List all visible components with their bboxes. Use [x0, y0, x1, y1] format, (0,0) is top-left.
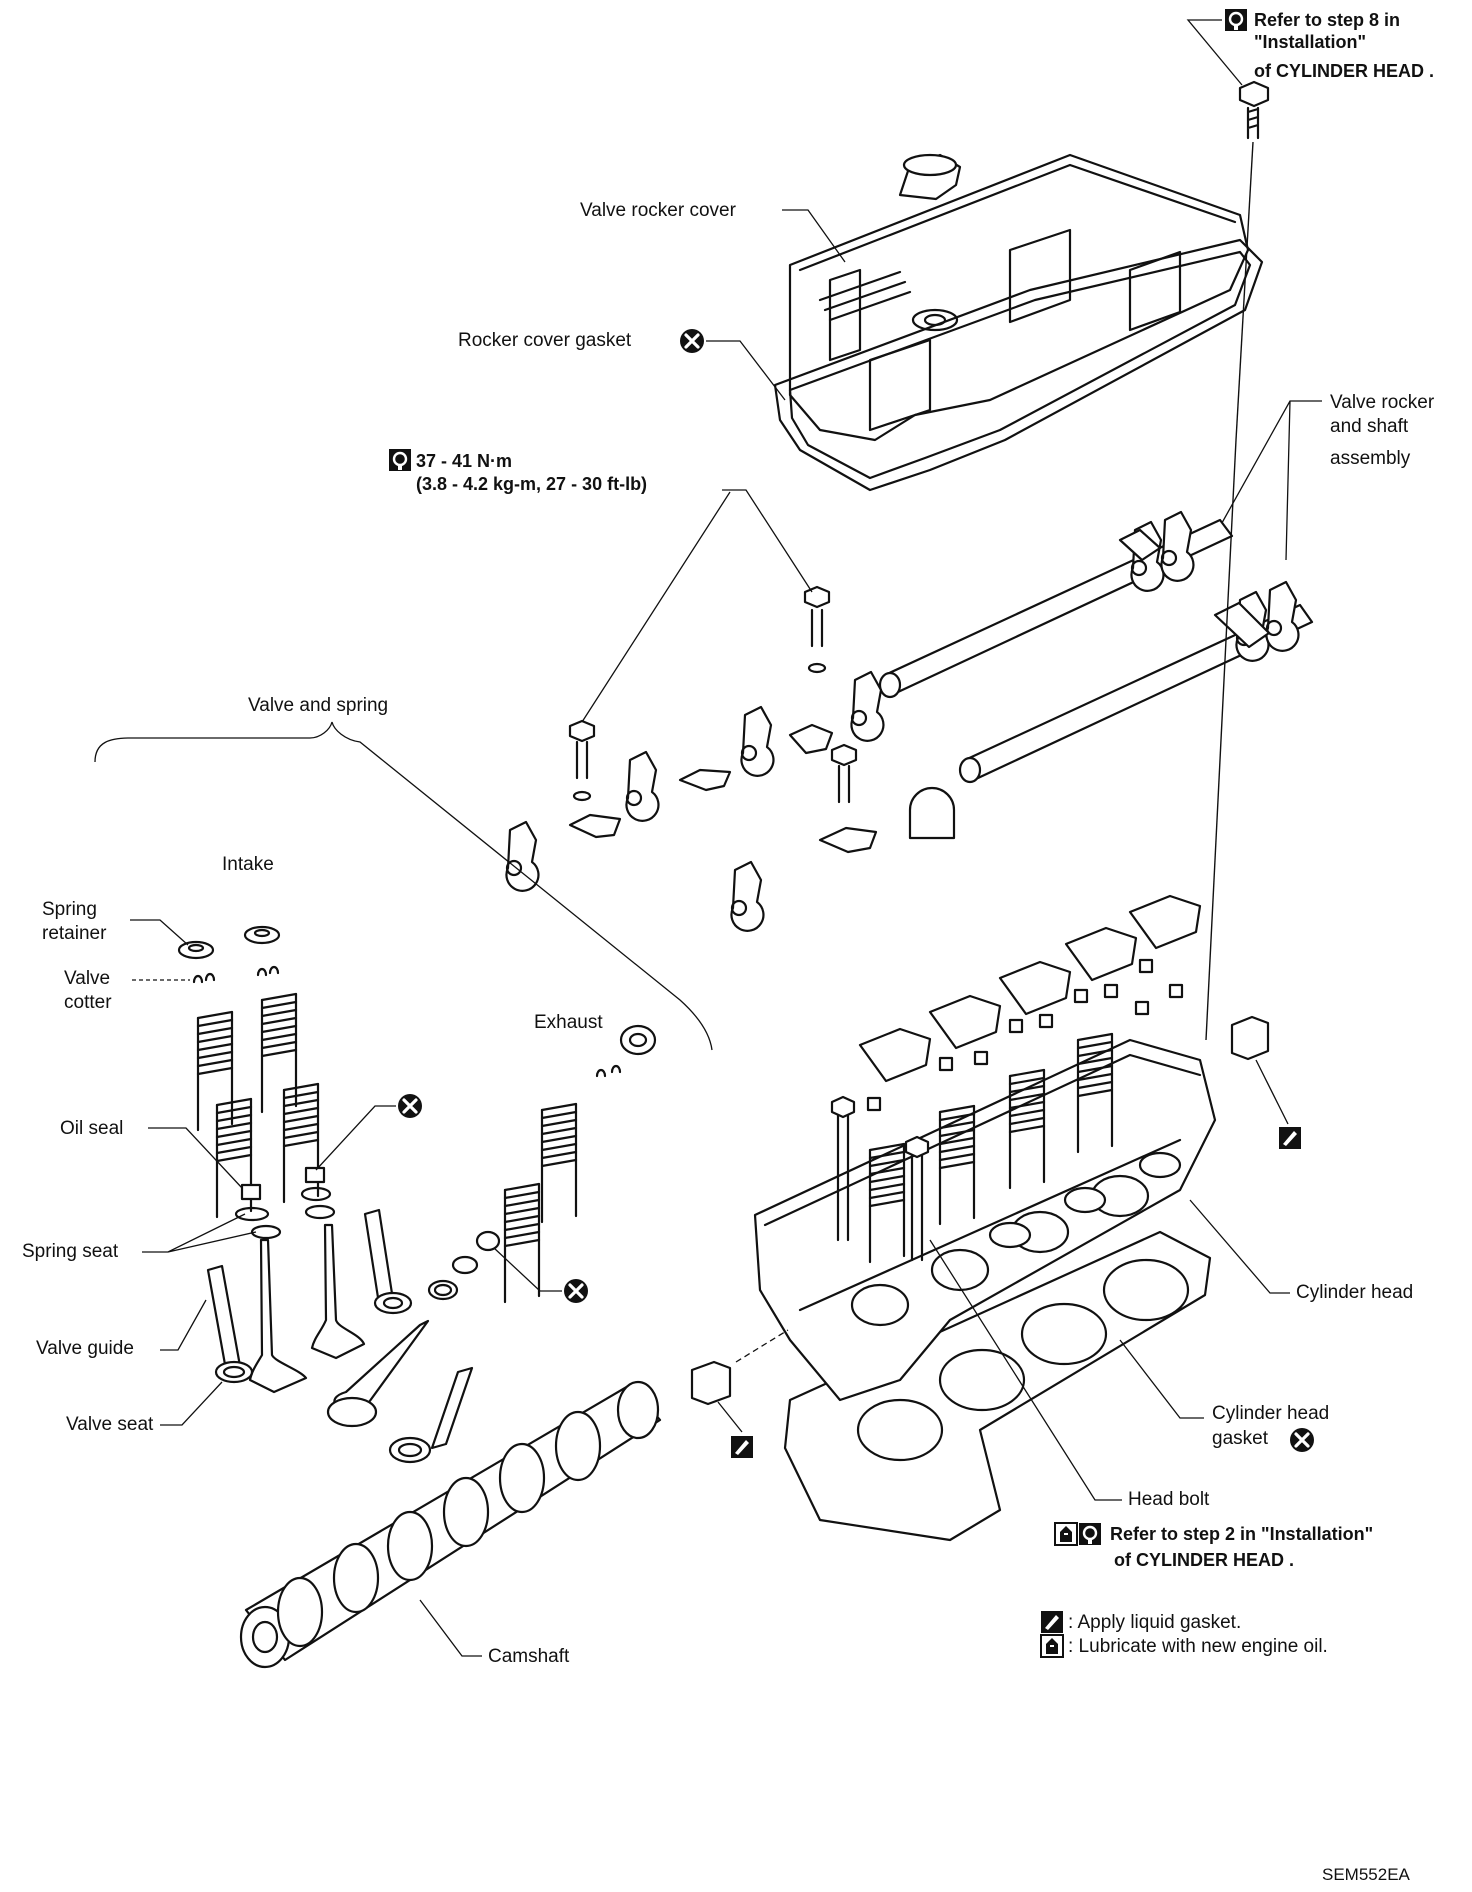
engine-oil-icon: [1054, 1522, 1078, 1546]
shaft-label-3: assembly: [1330, 448, 1411, 469]
shaft-label-2: and shaft: [1330, 416, 1409, 437]
valve-and-spring-label: Valve and spring: [248, 695, 388, 716]
do-not-reuse-icon: [1288, 1426, 1316, 1454]
torque-wrench-icon: [1223, 7, 1249, 33]
valve-rocker-cover: Valve rocker cover: [580, 153, 1250, 442]
cylinder-head: Cylinder head Cylinder head gasket Head …: [690, 439, 1413, 1542]
step8-line2: "Installation": [1254, 32, 1366, 52]
cylinder-head-gasket-label-1: Cylinder head: [1212, 1403, 1329, 1424]
rocker-shaft-assembly: Valve rocker and shaft assembly: [387, 392, 1435, 932]
step8-note: Refer to step 8 in "Installation" of CYL…: [1186, 7, 1434, 86]
legend-liquid-gasket: : Apply liquid gasket.: [1068, 1612, 1241, 1633]
valve-cotter-label-2: cotter: [64, 992, 112, 1013]
rocker-cover-bolt: [1235, 80, 1270, 441]
valve-rocker-cover-label: Valve rocker cover: [580, 200, 737, 221]
legend: : Apply liquid gasket. : Lubricate with …: [1040, 1611, 1328, 1658]
camshaft: Camshaft: [239, 1380, 662, 1669]
intake-label: Intake: [222, 854, 274, 875]
rocker-cover-gasket: Rocker cover gasket: [458, 238, 1264, 492]
liquid-gasket-icon: [731, 1436, 753, 1458]
spring-retainer-label-1: Spring: [42, 899, 97, 920]
shaft-label-1: Valve rocker: [1330, 392, 1435, 413]
step8-line3: of CYLINDER HEAD .: [1254, 61, 1434, 81]
figure-code: SEM552EA: [1322, 1865, 1411, 1884]
do-not-reuse-icon: [562, 1277, 590, 1305]
torque-line1: 37 - 41 N·m: [416, 451, 512, 471]
torque-line2: (3.8 - 4.2 kg-m, 27 - 30 ft-lb): [416, 474, 647, 494]
camshaft-label: Camshaft: [488, 1646, 570, 1667]
liquid-gasket-icon: [1041, 1611, 1063, 1633]
head-bolt-label: Head bolt: [1128, 1489, 1210, 1510]
cylinder-head-label: Cylinder head: [1296, 1282, 1413, 1303]
valve-seat-label: Valve seat: [66, 1414, 154, 1435]
valve-cotter-label-1: Valve: [64, 968, 110, 989]
step2-line2: of CYLINDER HEAD .: [1114, 1550, 1294, 1570]
step2-line1: Refer to step 2 in "Installation": [1110, 1524, 1373, 1544]
step8-line1: Refer to step 8 in: [1254, 10, 1400, 30]
liquid-gasket-icon: [1279, 1127, 1301, 1149]
valve-and-spring-group: Valve and spring Intake Exhaust: [22, 695, 713, 1464]
do-not-reuse-icon: [396, 1092, 424, 1120]
cylinder-head-gasket-label-2: gasket: [1212, 1428, 1269, 1449]
spring-seat-label: Spring seat: [22, 1241, 119, 1262]
do-not-reuse-icon: [678, 327, 706, 355]
torque-wrench-icon: [1077, 1521, 1103, 1547]
rocker-cover-gasket-label: Rocker cover gasket: [458, 330, 632, 351]
valve-guide-label: Valve guide: [36, 1338, 134, 1359]
engine-oil-icon: [1040, 1634, 1064, 1658]
spring-retainer-label-2: retainer: [42, 923, 107, 944]
step2-note: Refer to step 2 in "Installation" of CYL…: [1054, 1521, 1373, 1570]
oil-seal-label: Oil seal: [60, 1118, 123, 1139]
exhaust-label: Exhaust: [534, 1012, 603, 1033]
torque-wrench-icon: [387, 447, 413, 473]
legend-oil: : Lubricate with new engine oil.: [1068, 1636, 1328, 1657]
